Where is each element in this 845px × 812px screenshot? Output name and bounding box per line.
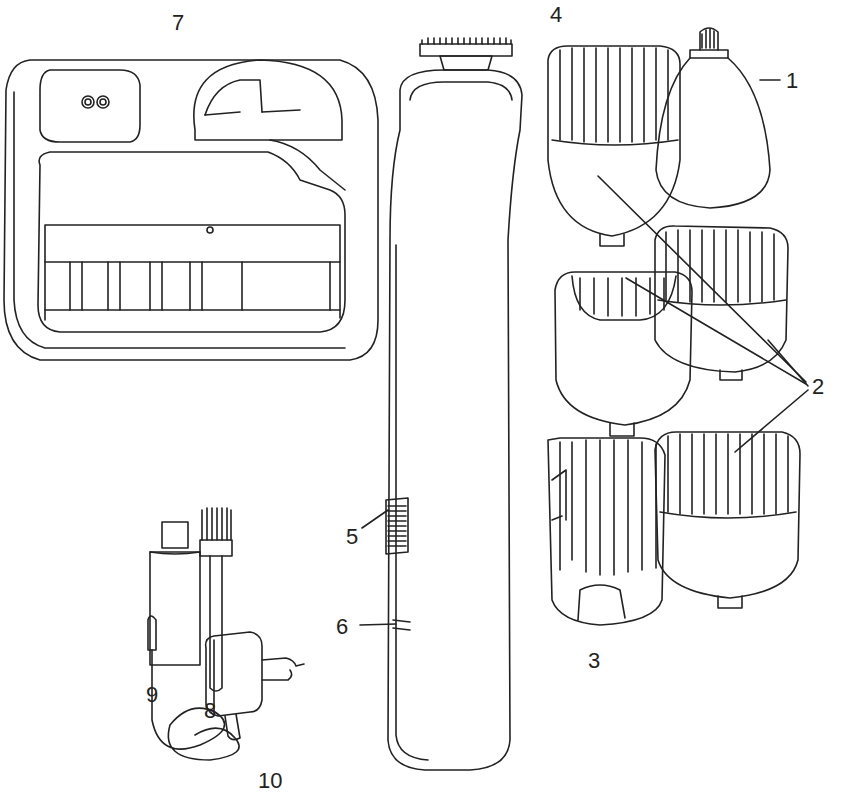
callout-number: 3 [588,650,600,672]
callout-number: 5 [346,526,358,548]
leader-line [598,176,808,452]
guide-comb [555,272,692,436]
callout-number: 7 [172,12,184,34]
callout-number: 1 [786,70,798,92]
callout-number: 8 [204,700,216,722]
guide-comb [655,432,800,608]
callout-number: 10 [258,770,282,792]
guide-comb [655,226,788,380]
callout-number: 4 [550,4,562,26]
power-adapter [148,616,304,760]
cleaning-brush [200,508,232,691]
callout-number: 9 [146,684,158,706]
trimmer-body [386,38,522,770]
callout-number: 2 [812,376,824,398]
guide-comb [548,46,680,246]
oil-bottle [150,522,200,665]
leader-line [360,510,396,625]
nose-trimmer-head [656,28,780,208]
guide-comb [548,438,665,625]
charging-stand [4,60,378,360]
callout-number: 6 [336,616,348,638]
